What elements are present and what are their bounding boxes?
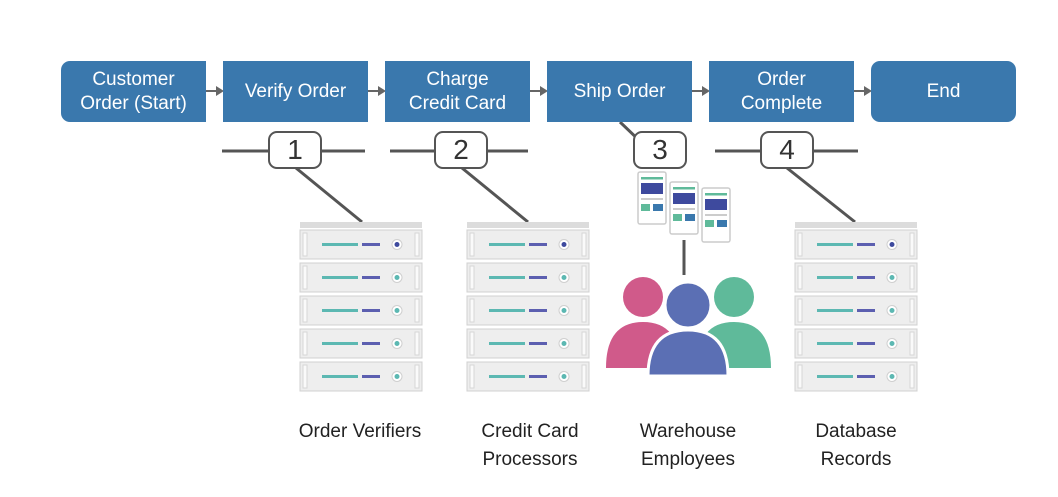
server-unit (299, 295, 423, 326)
resource-label-warehouse-employees: Warehouse Employees (639, 421, 737, 470)
step-customer-order: Customer Order (Start) (61, 61, 206, 122)
server-unit (299, 328, 423, 359)
person-blue-head (663, 280, 713, 330)
server-unit (466, 328, 590, 359)
step-ship-order: Ship Order (547, 61, 692, 122)
checkpoint-badge: 1 (268, 131, 322, 169)
server-unit (466, 295, 590, 326)
arrow-icon (368, 86, 386, 96)
checkpoint-badge: 4 (760, 131, 814, 169)
resource-label-credit-card-processors: Credit Card Processors (481, 421, 579, 470)
server-unit (794, 361, 918, 392)
step-verify-order: Verify Order (223, 61, 368, 122)
server-rack-icon (299, 222, 423, 392)
server-unit (794, 262, 918, 293)
people-group-icon (606, 277, 771, 378)
server-unit (794, 295, 918, 326)
step-order-complete: Order Complete (709, 61, 854, 122)
server-rack-icon (466, 222, 590, 392)
arrow-icon (854, 86, 872, 96)
server-unit (299, 229, 423, 260)
connector-4 (786, 166, 856, 224)
checkpoint-badge: 3 (633, 131, 687, 169)
phone-icon (637, 171, 667, 225)
server-unit (299, 262, 423, 293)
phone-icon (701, 187, 731, 243)
person-pink-head (623, 277, 663, 317)
step-end: End (871, 61, 1016, 122)
arrow-icon (530, 86, 548, 96)
person-green-head (714, 277, 754, 317)
server-unit (466, 229, 590, 260)
connector-1 (295, 166, 363, 224)
server-unit (466, 361, 590, 392)
server-rack-icon (794, 222, 918, 392)
arrow-icon (692, 86, 710, 96)
server-unit (466, 262, 590, 293)
phone-icon (669, 181, 699, 235)
step-charge-credit-card: Charge Credit Card (385, 61, 530, 122)
server-unit (794, 229, 918, 260)
person-blue-body (646, 328, 730, 378)
arrow-icon (206, 86, 224, 96)
server-unit (299, 361, 423, 392)
server-unit (794, 328, 918, 359)
resource-label-database-records: Database Records (815, 421, 897, 470)
checkpoint-badge: 2 (434, 131, 488, 169)
connector-2 (461, 166, 529, 224)
resource-label-order-verifiers: Order Verifiers (298, 421, 422, 442)
